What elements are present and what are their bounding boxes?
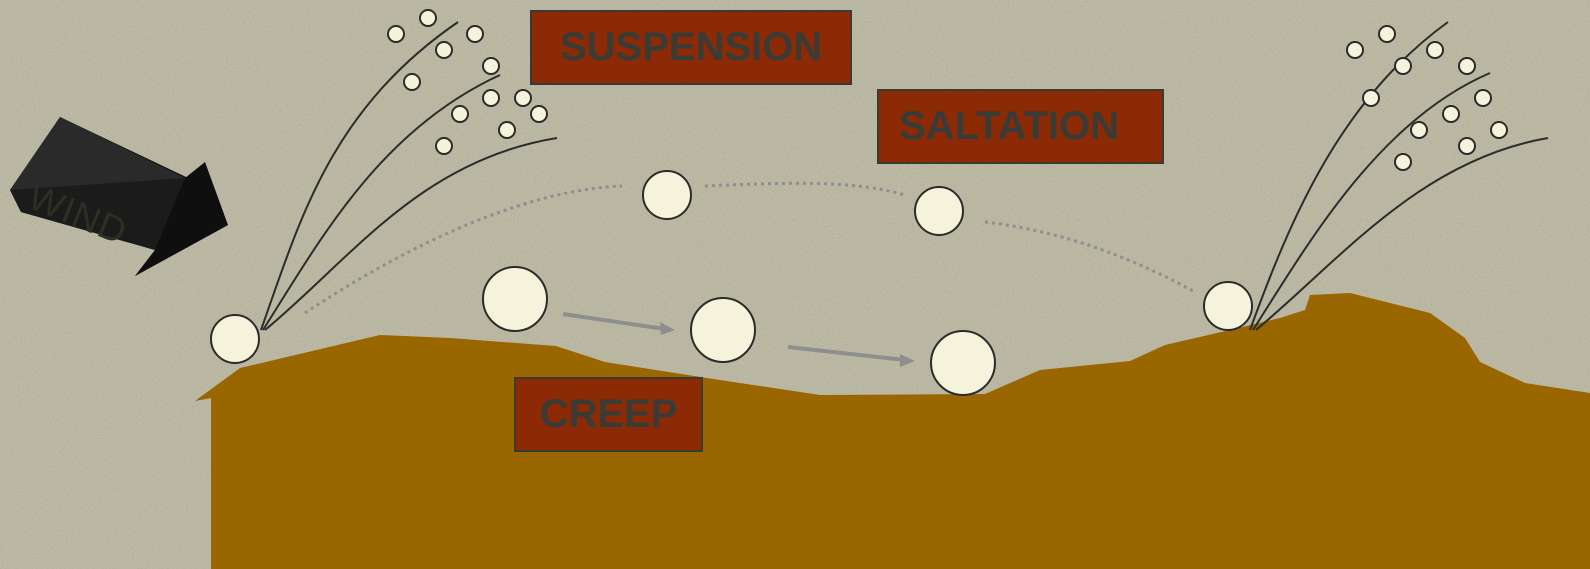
suspended-particle	[1394, 153, 1412, 171]
suspended-particle	[1410, 121, 1428, 139]
suspended-particle	[466, 25, 484, 43]
suspended-particle	[419, 9, 437, 27]
saltating-grain	[210, 314, 260, 364]
suspended-particle	[482, 89, 500, 107]
creep-label-text: CREEP	[539, 392, 678, 436]
creeping-grain	[930, 330, 996, 396]
saltating-grain	[642, 170, 692, 220]
suspended-particle	[514, 89, 532, 107]
suspended-particle	[1458, 137, 1476, 155]
arrow-right-icon-head	[900, 354, 915, 367]
suspended-particle	[1378, 25, 1396, 43]
saltation-label-text: SALTATION	[899, 104, 1119, 148]
suspended-particle	[482, 57, 500, 75]
suspended-particle	[1346, 41, 1364, 59]
creep-arrows	[562, 312, 915, 367]
suspension-streamlines-left	[260, 21, 558, 331]
suspended-particle	[1490, 121, 1508, 139]
arrow-right-icon-head	[660, 322, 675, 335]
wind-arrow-icon	[10, 117, 228, 276]
sand-grains-large	[210, 170, 1253, 396]
suspended-particle	[435, 41, 453, 59]
suspended-particle	[1426, 41, 1444, 59]
suspended-particle	[1442, 105, 1460, 123]
suspended-particles-left	[387, 9, 548, 155]
suspended-particle	[435, 137, 453, 155]
creeping-grain	[690, 297, 756, 363]
saltating-grain	[914, 186, 964, 236]
suspended-particle	[403, 73, 421, 91]
saltation-trajectory	[304, 181, 1196, 315]
suspension-streamlines-right	[1249, 21, 1549, 331]
suspension-label-text: SUSPENSION	[559, 25, 823, 69]
arrow-right-icon	[787, 345, 906, 362]
creep-label: CREEP	[514, 377, 703, 452]
suspended-particle	[451, 105, 469, 123]
suspended-particle	[1458, 57, 1476, 75]
arrow-right-icon	[562, 312, 666, 331]
suspended-particle	[1362, 89, 1380, 107]
suspended-particle	[387, 25, 405, 43]
suspended-particle	[1474, 89, 1492, 107]
suspended-particle	[530, 105, 548, 123]
saltating-grain	[1203, 281, 1253, 331]
ground	[195, 293, 1590, 569]
suspended-particles-right	[1346, 25, 1508, 171]
suspension-label: SUSPENSION	[530, 10, 852, 85]
saltation-label: SALTATION	[877, 89, 1164, 164]
suspended-particle	[1394, 57, 1412, 75]
creeping-grain	[482, 266, 548, 332]
suspended-particle	[498, 121, 516, 139]
